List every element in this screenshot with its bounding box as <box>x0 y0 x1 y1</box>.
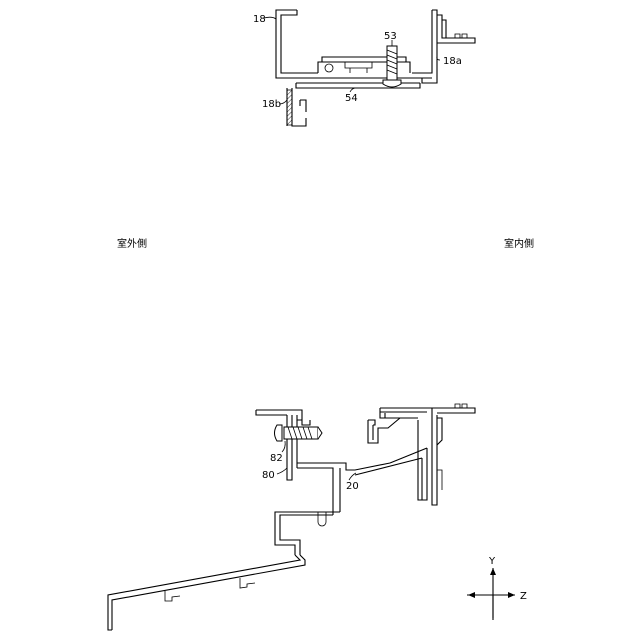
label-outdoor-side: 室外側 <box>117 237 147 250</box>
top-frame-18 <box>276 10 475 88</box>
top-screw-53 <box>383 46 401 87</box>
label-18a: 18a <box>443 56 462 67</box>
label-indoor-side: 室内側 <box>504 237 534 250</box>
bottom-leaders <box>277 441 356 480</box>
label-80: 80 <box>262 470 275 481</box>
axis-y-label: Y <box>488 556 496 567</box>
label-20: 20 <box>346 481 359 492</box>
label-18b: 18b <box>262 99 281 110</box>
top-frame-18b <box>287 88 306 126</box>
axis-cross <box>467 568 515 620</box>
bottom-screw-82 <box>275 425 323 441</box>
label-53: 53 <box>384 31 397 42</box>
axis-z-label: Z <box>520 591 527 602</box>
label-54: 54 <box>345 93 358 104</box>
bottom-sill-slope <box>108 555 305 630</box>
label-82: 82 <box>270 453 283 464</box>
label-18: 18 <box>253 14 266 25</box>
